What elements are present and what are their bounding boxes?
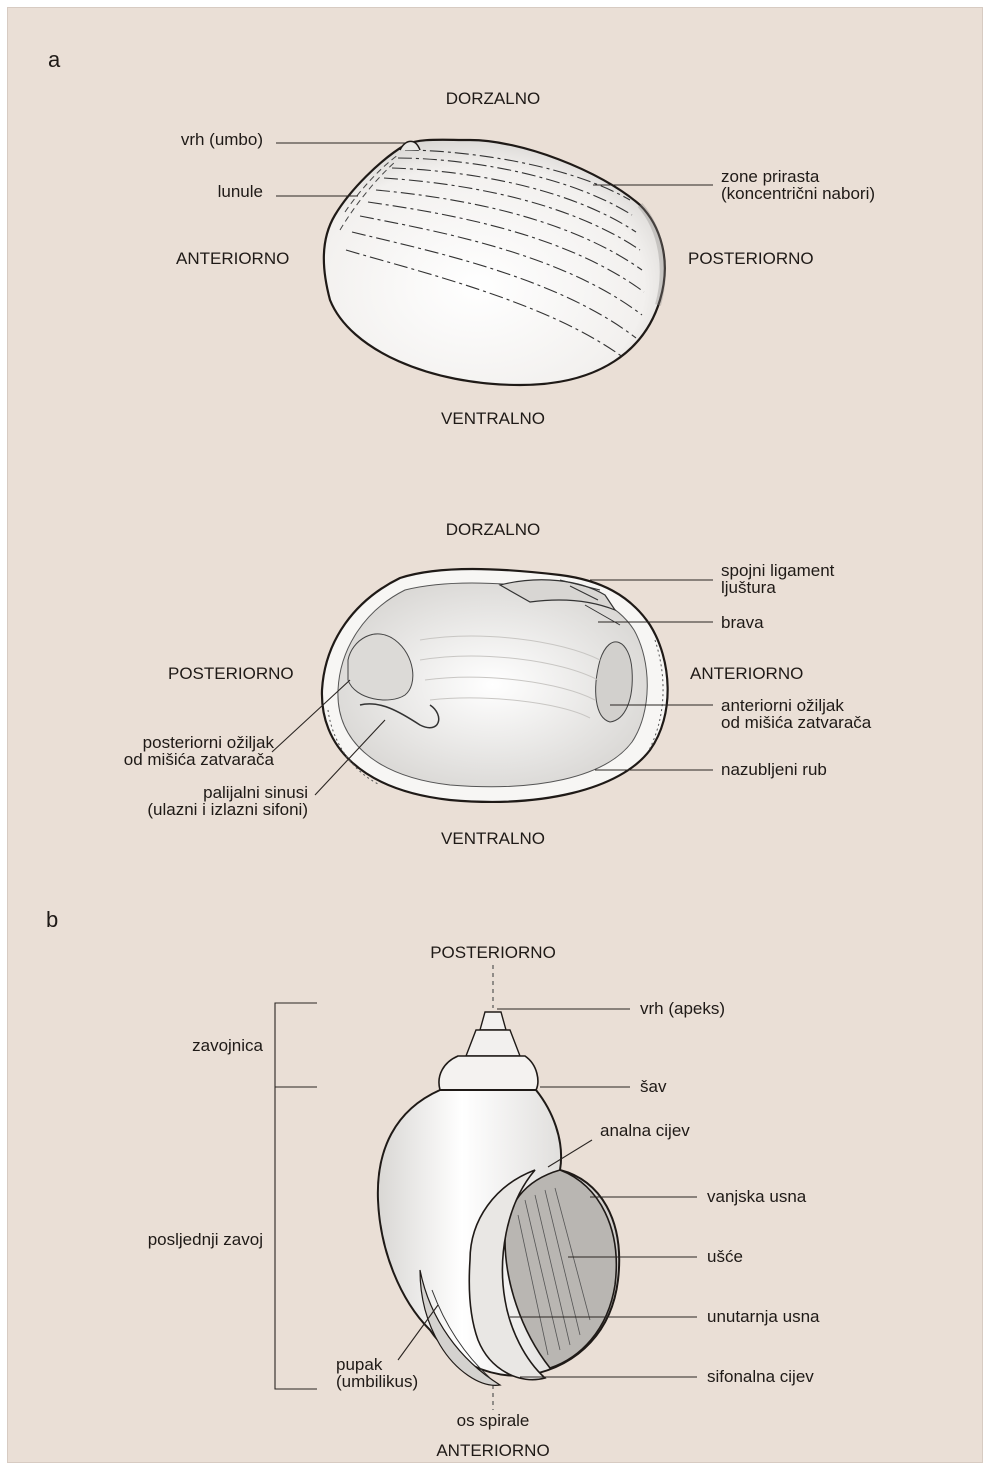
growth-zones-sublabel: (koncentrični nabori)	[721, 184, 875, 203]
hinge-label: brava	[721, 613, 764, 632]
inner-anterior-label: ANTERIORNO	[690, 664, 803, 683]
umbilicus-sublabel: (umbilikus)	[336, 1372, 418, 1391]
outer-posterior-label: POSTERIORNO	[688, 249, 814, 268]
umbo-label: vrh (umbo)	[181, 130, 263, 149]
inner-dorsal-label: DORZALNO	[446, 520, 540, 539]
aperture-label: ušće	[707, 1247, 743, 1266]
apex-label: vrh (apeks)	[640, 999, 725, 1018]
inner-lip-label: unutarnja usna	[707, 1307, 819, 1326]
gastropod-shell	[378, 965, 619, 1410]
outer-lip-label: vanjska usna	[707, 1187, 806, 1206]
lunule-label: lunule	[218, 182, 263, 201]
bivalve-outer-view	[324, 140, 665, 385]
bivalve-inner-view	[322, 569, 668, 802]
outer-dorsal-label: DORZALNO	[446, 89, 540, 108]
siphonal-canal-label: sifonalna cijev	[707, 1367, 814, 1386]
anal-canal-label: analna cijev	[600, 1121, 690, 1140]
anterior-scar-sublabel: od mišića zatvarača	[721, 713, 871, 732]
outer-anterior-label: ANTERIORNO	[176, 249, 289, 268]
pallial-sinus-sublabel: (ulazni i izlazni sifoni)	[147, 800, 308, 819]
snail-posterior-label: POSTERIORNO	[430, 943, 556, 962]
snail-anterior-label: ANTERIORNO	[436, 1441, 549, 1460]
panel-a-letter: a	[48, 50, 60, 69]
posterior-scar-sublabel: od mišića zatvarača	[124, 750, 274, 769]
inner-ventral-label: VENTRALNO	[441, 829, 545, 848]
axis-label: os spirale	[457, 1411, 530, 1430]
spire-label: zavojnica	[192, 1036, 263, 1055]
panel-b-letter: b	[46, 910, 58, 929]
crenulated-margin-label: nazubljeni rub	[721, 760, 827, 779]
outer-ventral-label: VENTRALNO	[441, 409, 545, 428]
inner-posterior-label: POSTERIORNO	[168, 664, 294, 683]
body-whorl-label: posljednji zavoj	[148, 1230, 263, 1249]
suture-label: šav	[640, 1077, 666, 1096]
ligament-sublabel: ljuštura	[721, 578, 776, 597]
